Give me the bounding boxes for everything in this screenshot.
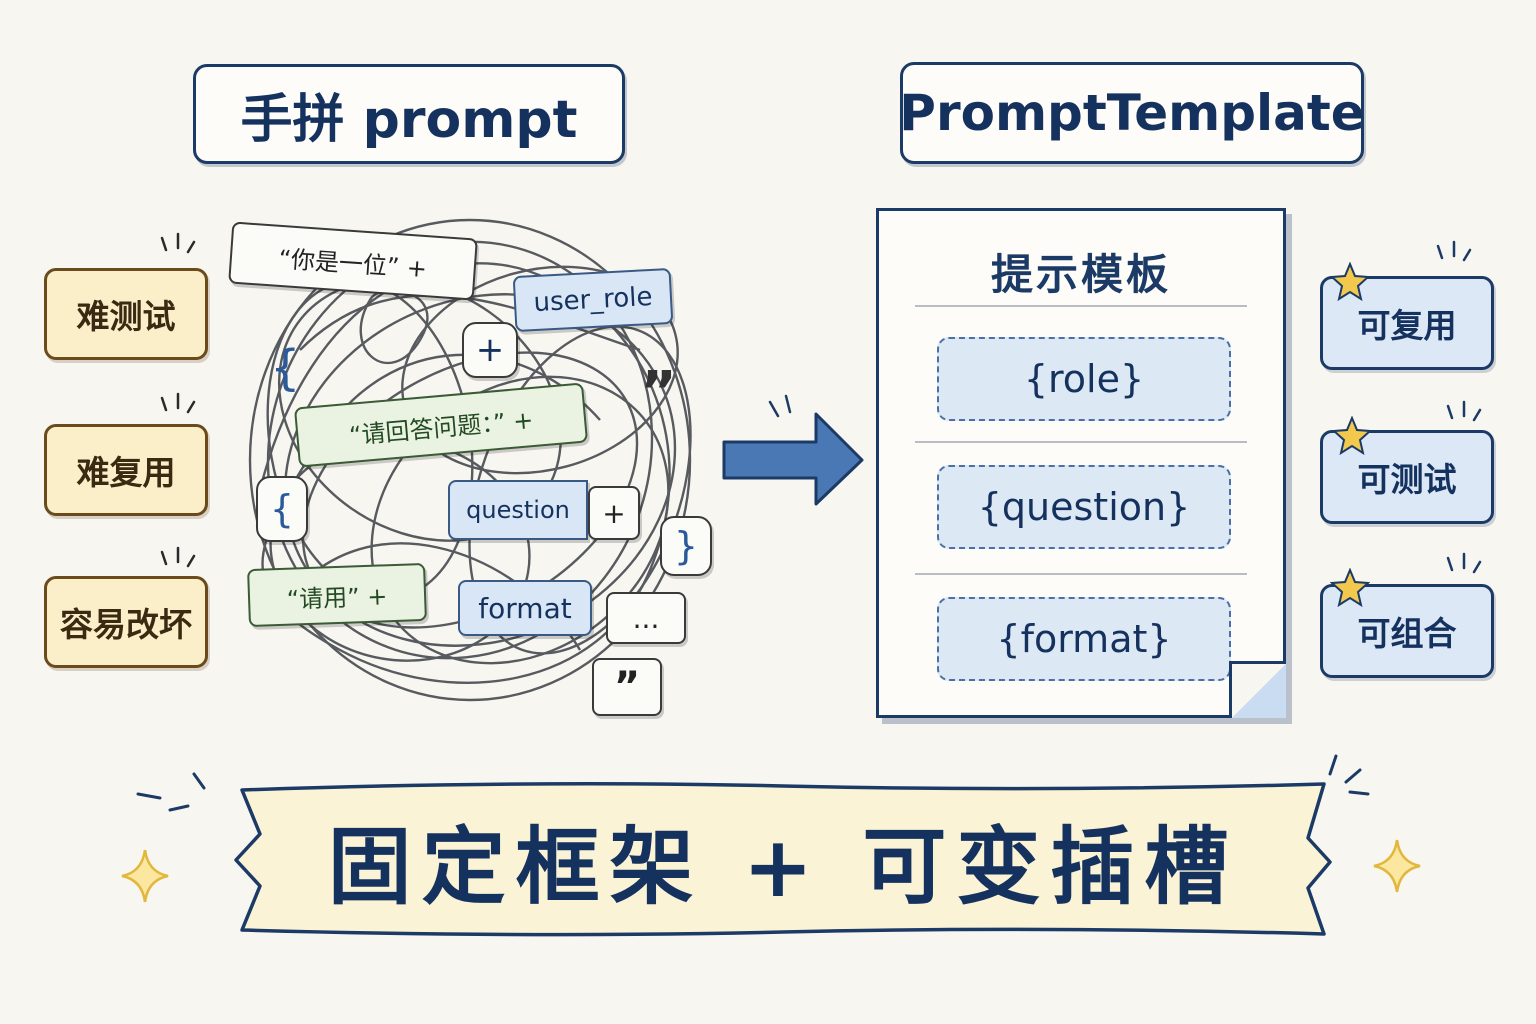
template-doc-divider	[915, 573, 1247, 575]
fragment-chip-plus: +	[462, 322, 518, 378]
title-prompt-template: PromptTemplate	[899, 62, 1365, 164]
template-doc-title: 提示模板	[990, 250, 1171, 299]
banner-text: 固定框架 + 可变插槽	[327, 817, 1239, 916]
problem-tag-easy-to-break: 容易改坏	[44, 576, 208, 668]
emphasis-marks-icon	[160, 546, 196, 568]
emphasis-marks-icon	[1446, 400, 1482, 422]
emphasis-marks-icon	[160, 392, 196, 414]
right-arrow-icon	[722, 394, 864, 506]
template-document: 提示模板 {role} {question} {format}	[876, 208, 1286, 718]
page-fold-icon	[1229, 661, 1286, 718]
star-icon	[1330, 262, 1370, 302]
template-doc-divider	[915, 305, 1247, 307]
fragment-chip-brace-close: }	[660, 516, 712, 576]
fragment-chip-quote: ”	[592, 658, 662, 716]
emphasis-marks-icon	[160, 232, 196, 254]
loose-brace-open: {	[270, 340, 301, 396]
slot-question: {question}	[937, 465, 1231, 549]
emphasis-marks-icon	[1328, 754, 1370, 796]
sparkle-icon	[1373, 839, 1421, 893]
emphasis-marks-icon	[1436, 240, 1472, 262]
star-icon	[1332, 416, 1372, 456]
fragment-chip-question-plus: +	[588, 486, 640, 540]
fragment-chip-brace-open: {	[256, 476, 308, 542]
emphasis-marks-icon	[136, 772, 206, 812]
fragment-chip-ellipsis: ...	[606, 592, 686, 644]
emphasis-marks-icon	[1446, 552, 1482, 574]
loose-quote-mark: ”	[640, 360, 677, 425]
fragment-chip-format: format	[458, 580, 592, 636]
problem-tag-hard-to-reuse: 难复用	[44, 424, 208, 516]
banner-ribbon-icon	[234, 782, 1332, 937]
sparkle-icon	[121, 849, 169, 903]
fragment-chip-user-role: user_role	[512, 267, 674, 333]
problem-tag-hard-to-test: 难测试	[44, 268, 208, 360]
summary-banner: 固定框架 + 可变插槽	[230, 778, 1336, 942]
title-manual-prompt: 手拼 prompt	[193, 64, 625, 164]
fragment-chip-question: question	[448, 480, 588, 540]
template-doc-divider	[915, 441, 1247, 443]
slot-format: {format}	[937, 597, 1231, 681]
slot-role: {role}	[937, 337, 1231, 421]
star-icon	[1330, 568, 1370, 608]
fragment-chip-qing-yong: “请用” +	[247, 562, 427, 628]
